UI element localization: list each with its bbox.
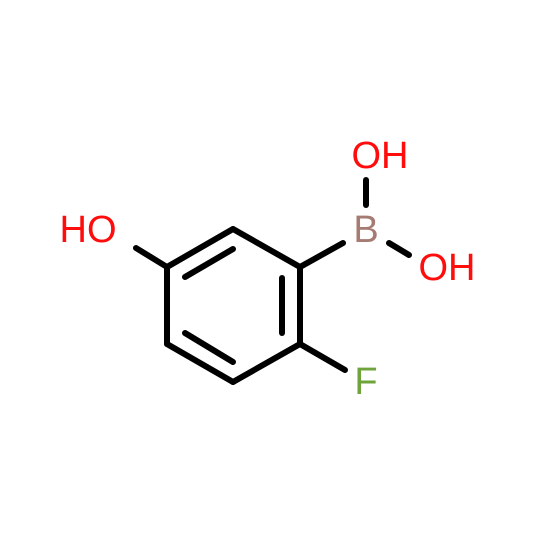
bond-ring-to-boron	[297, 240, 346, 270]
atom-labels: HO B OH OH F	[60, 135, 476, 403]
substituent-bonds	[133, 177, 412, 373]
boronic-hydroxyl-top-label: OH	[352, 135, 409, 177]
ring-double-bond-inner-top	[182, 246, 236, 280]
boronic-hydroxyl-right-label: OH	[419, 247, 476, 289]
ring-bond-bottom-right	[230, 341, 303, 385]
ring-double-bond-inner-bottom	[182, 330, 236, 365]
bond-ring-to-phenol-oxygen	[133, 245, 170, 270]
ring-bond-top-right	[230, 226, 303, 270]
bond-boron-to-right-oxygen	[386, 240, 412, 258]
ring-bond-bottom-left	[164, 341, 236, 385]
boron-label: B	[353, 209, 378, 251]
phenol-hydroxyl-label: HO	[60, 209, 117, 251]
bond-ring-to-fluorine	[297, 341, 348, 373]
fluorine-label: F	[354, 361, 377, 403]
benzene-ring	[164, 226, 303, 385]
ring-bond-top-left	[164, 226, 236, 270]
